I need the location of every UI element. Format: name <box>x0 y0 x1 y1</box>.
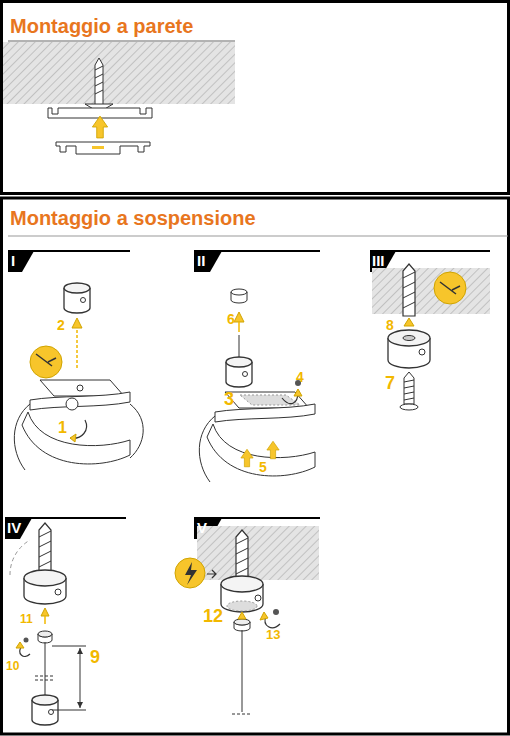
callout-number: 3 <box>224 390 234 408</box>
callout-number: 5 <box>259 460 267 474</box>
callout-number: 13 <box>266 628 280 641</box>
callout-number: 7 <box>385 374 395 392</box>
callout-number: 2 <box>57 318 65 332</box>
section-heading: Montaggio a sospensione <box>10 208 256 228</box>
panel-numeral: III <box>372 253 385 268</box>
panel-numeral: IV <box>7 520 21 535</box>
callout-number: 10 <box>6 660 19 672</box>
callout-number: 12 <box>203 607 223 625</box>
callout-number: 9 <box>90 648 100 666</box>
callout-number: 4 <box>296 370 304 384</box>
section-heading: Montaggio a parete <box>10 16 193 36</box>
panel-numeral: I <box>11 253 15 268</box>
callout-number: 8 <box>386 318 394 332</box>
panel-numeral: V <box>197 520 207 535</box>
callout-number: 1 <box>58 420 67 436</box>
callout-number: 11 <box>20 613 33 625</box>
callout-number: 6 <box>227 312 235 326</box>
panel-numeral: II <box>197 253 205 268</box>
